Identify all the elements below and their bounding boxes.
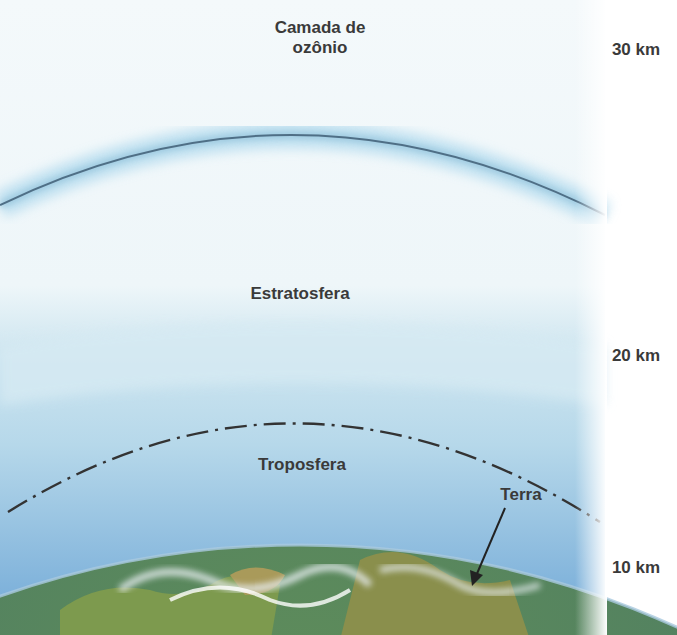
layer-label: Camada de ozônio bbox=[260, 18, 380, 59]
layer-label: Troposfera bbox=[258, 455, 346, 475]
altitude-label: 10 km bbox=[612, 558, 660, 578]
planet-label: Terra bbox=[500, 485, 541, 505]
layer-label: Estratosfera bbox=[250, 284, 349, 304]
altitude-label: 20 km bbox=[612, 346, 660, 366]
altitude-label: 30 km bbox=[612, 40, 660, 60]
